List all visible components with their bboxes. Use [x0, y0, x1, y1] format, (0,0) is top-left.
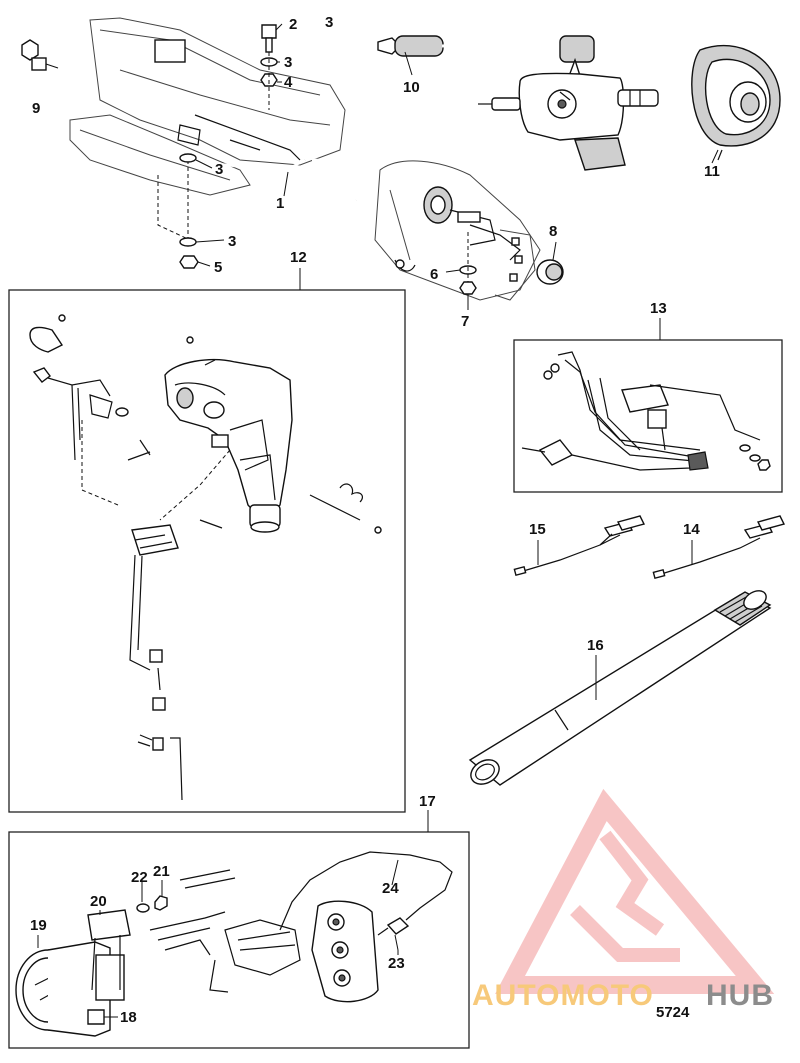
- callout-20: 20: [90, 893, 107, 910]
- control-handle-illustration: [377, 35, 659, 171]
- callout-7: 7: [461, 313, 469, 330]
- group-frame-12: [8, 289, 406, 813]
- callout-18: 18: [120, 1009, 137, 1026]
- group-17-gauge-kit: [15, 851, 453, 1037]
- callout-15: 15: [529, 521, 546, 538]
- callout-17: 17: [419, 793, 436, 810]
- callout-16: 16: [587, 637, 604, 654]
- callout-3b: 3: [284, 54, 292, 71]
- watermark-text: AUTOMOTO HUB: [472, 979, 774, 1012]
- callout-9: 9: [32, 100, 40, 117]
- callout-2: 2: [289, 16, 297, 33]
- callout-23: 23: [388, 955, 405, 972]
- steering-arm-illustration: [374, 160, 564, 301]
- callout-3d: 3: [228, 233, 236, 250]
- callout-21: 21: [153, 863, 170, 880]
- callout-3a: 3: [325, 14, 333, 31]
- tube-part-16: [468, 590, 772, 786]
- callout-12: 12: [290, 249, 307, 266]
- watermark-logo: [495, 788, 775, 994]
- group-13-harness: [521, 351, 771, 471]
- group-frame-17: [8, 831, 470, 1049]
- callout-1: 1: [276, 195, 284, 212]
- callout-6: 6: [430, 266, 438, 283]
- callout-4: 4: [284, 74, 293, 91]
- watermark-text-hub: HUB: [706, 979, 774, 1012]
- callout-5: 5: [214, 259, 222, 276]
- figure-number: 5724: [656, 1004, 690, 1021]
- leader-lines: [37, 23, 719, 955]
- callout-3c: 3: [215, 161, 223, 178]
- callout-11: 11: [704, 163, 720, 180]
- engine-bracket-illustration: [21, 17, 360, 269]
- wire-part-15: [513, 515, 646, 577]
- group-12-parts: [29, 314, 382, 801]
- callout-labels: 2 3 3 4 3 1 3 5 9 10 11 12 8 6 7 13 15 1…: [30, 14, 720, 1026]
- group-frame-13: [513, 339, 783, 493]
- callout-13: 13: [650, 300, 667, 317]
- callout-24: 24: [382, 880, 399, 897]
- boot-part-11: [691, 45, 781, 161]
- callout-19: 19: [30, 917, 47, 934]
- watermark-text-automoto: AUTOMOTO: [472, 979, 654, 1012]
- callout-14: 14: [683, 521, 700, 538]
- callout-10: 10: [403, 79, 420, 96]
- wire-part-14: [652, 515, 786, 580]
- callout-22: 22: [131, 869, 148, 886]
- callout-8: 8: [549, 223, 557, 240]
